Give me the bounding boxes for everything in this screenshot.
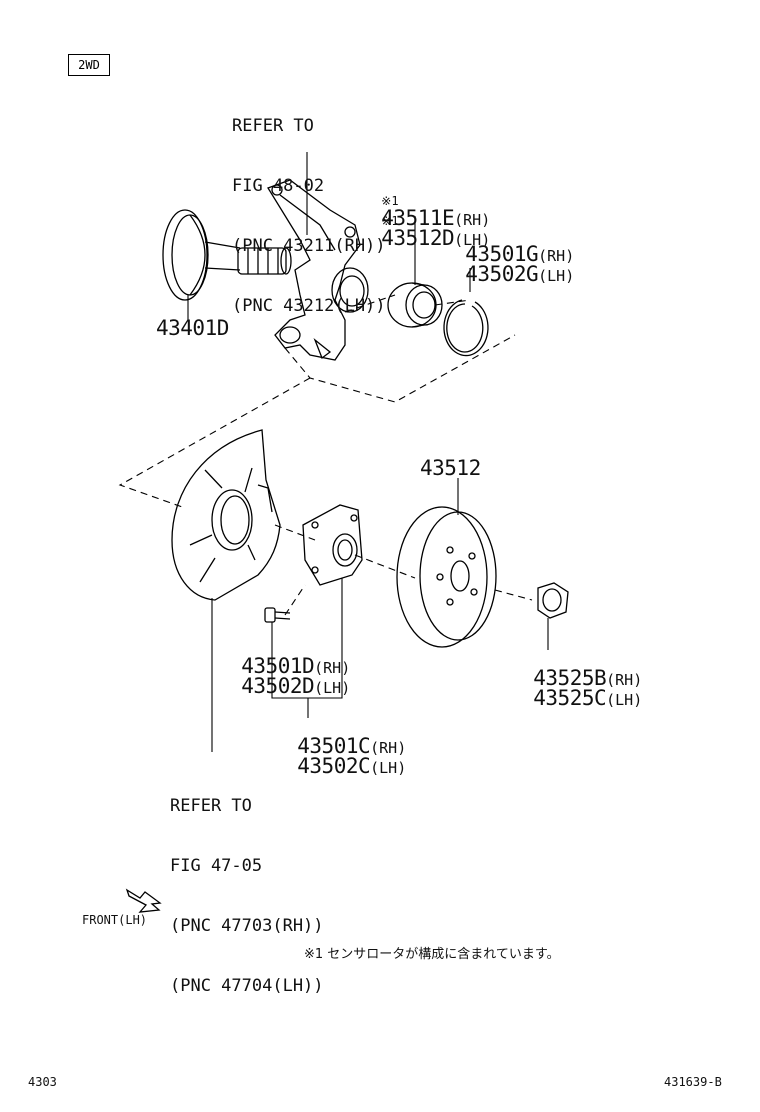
part-number: 43502D [241, 674, 315, 698]
front-arrow-icon [125, 888, 162, 913]
part-43502C-label: 43502C(LH) [278, 740, 406, 777]
part-43512D-label: ※1 43512D(LH) [362, 196, 490, 249]
part-number: 43525B [533, 666, 607, 690]
drive-shaft-drawing [162, 209, 292, 301]
part-number: 43502C [297, 754, 371, 778]
part-43401D-label: 43401D [156, 316, 229, 340]
dust-cover-drawing [171, 429, 281, 601]
note-mark: ※1 [381, 214, 399, 228]
side-suffix: (LH) [314, 679, 351, 697]
refer-knuckle-note: REFER TO FIG 48-02 (PNC 43211(RH)) (PNC … [232, 76, 386, 336]
part-43501D-label: 43501D(RH) [222, 640, 350, 677]
part-number: 43501G [465, 242, 539, 266]
hub-bolt-drawing [264, 607, 291, 623]
part-43501C-label: 43501C(RH) [278, 720, 406, 757]
part-number: 43525C [533, 686, 607, 710]
side-suffix: (LH) [370, 759, 407, 777]
side-suffix: (RH) [454, 211, 491, 229]
hub-nut-drawing [537, 582, 569, 619]
refer-cover-note: REFER TO FIG 47-05 (PNC 47703(RH)) (PNC … [170, 756, 324, 1016]
side-suffix: (LH) [538, 267, 575, 285]
part-43501G-label: 43501G(RH) [446, 228, 574, 265]
refer-knuckle-line2: FIG 48-02 [232, 176, 325, 196]
side-suffix: (RH) [370, 739, 407, 757]
side-suffix: (LH) [606, 691, 643, 709]
side-suffix: (RH) [606, 671, 643, 689]
part-number: 43501D [241, 654, 315, 678]
axle-hub-drawing [302, 504, 363, 586]
refer-knuckle-line3: (PNC 43211(RH)) [232, 236, 386, 256]
note-mark: ※1 [381, 194, 399, 208]
snap-ring-drawing [443, 299, 489, 357]
part-number: 43512D [381, 226, 455, 250]
part-number: 43501C [297, 734, 371, 758]
refer-cover-line4: (PNC 47704(LH)) [170, 976, 324, 996]
refer-cover-line1: REFER TO [170, 796, 252, 816]
refer-knuckle-line4: (PNC 43212(LH)) [232, 296, 386, 316]
side-suffix: (RH) [314, 659, 351, 677]
side-suffix: (RH) [538, 247, 575, 265]
refer-cover-line3: (PNC 47703(RH)) [170, 916, 324, 936]
refer-cover-line2: FIG 47-05 [170, 856, 263, 876]
part-number: 43502G [465, 262, 539, 286]
steering-knuckle-drawing [267, 179, 369, 361]
part-43511E-label: ※1 43511E(RH) [362, 176, 490, 229]
part-43502D-label: 43502D(LH) [222, 660, 350, 697]
refer-knuckle-line1: REFER TO [232, 116, 314, 136]
page-code: 4303 [28, 1075, 57, 1089]
front-label: FRONT(LH) [82, 913, 148, 927]
drive-type-badge: 2WD [68, 54, 110, 76]
part-number: 43511E [381, 206, 455, 230]
part-43512-label: 43512 [420, 456, 481, 480]
footnote: ※1 センサロータが構成に含まれています。 [304, 947, 560, 962]
figure-code: 431639-B [664, 1075, 722, 1089]
side-suffix: (LH) [454, 231, 491, 249]
hub-bearing-drawing [387, 282, 443, 328]
part-43502G-label: 43502G(LH) [446, 248, 574, 285]
part-43525B-label: 43525B(RH) [514, 652, 642, 689]
part-43525C-label: 43525C(LH) [514, 672, 642, 709]
